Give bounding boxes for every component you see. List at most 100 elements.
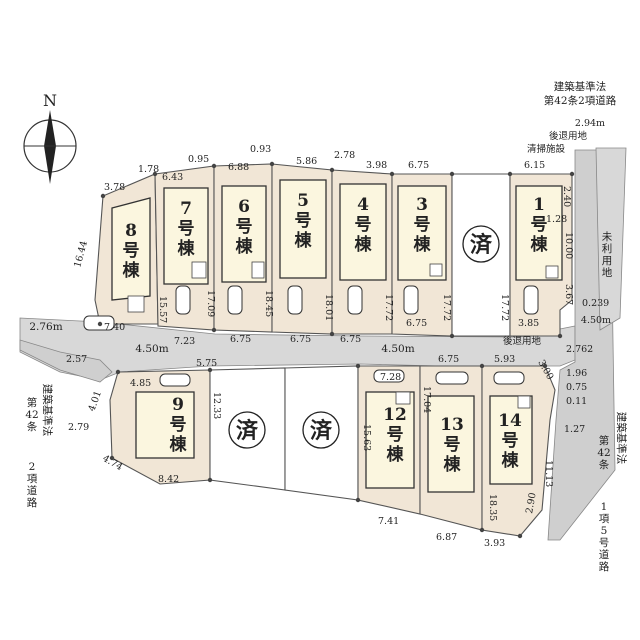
svg-text:6.75: 6.75 bbox=[406, 318, 427, 329]
svg-text:12.33: 12.33 bbox=[211, 392, 222, 419]
svg-text:利: 利 bbox=[602, 243, 613, 255]
svg-text:0.93: 0.93 bbox=[250, 144, 271, 155]
svg-text:15.57: 15.57 bbox=[157, 296, 168, 323]
svg-text:道: 道 bbox=[599, 548, 610, 561]
road-top-right-line1: 建築基準法 bbox=[554, 80, 607, 93]
lot-8-stairs bbox=[127, 295, 145, 313]
svg-text:済: 済 bbox=[470, 232, 493, 258]
road-top-right-line2: 第42条2項道路 bbox=[544, 94, 617, 107]
road-left-branch bbox=[19, 339, 113, 383]
svg-text:道: 道 bbox=[27, 484, 38, 497]
svg-text:1.78: 1.78 bbox=[138, 164, 159, 175]
svg-text:号: 号 bbox=[599, 537, 610, 549]
lot-9-house bbox=[135, 391, 195, 459]
svg-text:2: 2 bbox=[29, 461, 36, 473]
unused-land-label: 未 利 用 地 bbox=[602, 231, 613, 279]
svg-text:条: 条 bbox=[27, 420, 38, 433]
svg-text:6.15: 6.15 bbox=[524, 160, 545, 171]
svg-text:建築基準法: 建築基準法 bbox=[615, 412, 628, 465]
svg-text:1.28: 1.28 bbox=[546, 214, 567, 225]
svg-text:2.40: 2.40 bbox=[561, 186, 572, 207]
svg-text:2.57: 2.57 bbox=[66, 354, 87, 365]
sold-mark-bottom-2: 済 bbox=[302, 411, 340, 449]
setback-land-2-label: 後退用地 bbox=[503, 335, 542, 347]
road-width-right: 4.50m bbox=[581, 315, 611, 326]
inner-road-width-2: 4.50m bbox=[381, 343, 414, 355]
sold-mark-bottom-1: 済 bbox=[228, 411, 266, 449]
svg-text:項: 項 bbox=[599, 513, 610, 525]
road-left-label: 第 42 条 建築基準法 2 項 道 路 bbox=[25, 384, 54, 509]
svg-text:用: 用 bbox=[602, 255, 613, 267]
lot-4-house bbox=[339, 183, 387, 281]
lot-14-box bbox=[517, 395, 531, 409]
svg-text:2.78: 2.78 bbox=[334, 150, 355, 161]
svg-text:18.01: 18.01 bbox=[323, 294, 334, 321]
svg-text:4.01: 4.01 bbox=[86, 389, 104, 413]
svg-text:0.239: 0.239 bbox=[582, 298, 609, 309]
svg-text:11.13: 11.13 bbox=[543, 460, 554, 487]
lot-6-stairs bbox=[251, 261, 265, 279]
lot-8-house bbox=[111, 197, 151, 301]
svg-text:済: 済 bbox=[310, 418, 333, 444]
svg-text:6.75: 6.75 bbox=[230, 334, 251, 345]
svg-text:6.43: 6.43 bbox=[162, 172, 183, 183]
lot-12-house bbox=[365, 391, 415, 489]
svg-text:第: 第 bbox=[27, 396, 38, 409]
svg-text:2.79: 2.79 bbox=[68, 422, 89, 433]
cleaning-facility-label: 清掃施設 bbox=[527, 143, 566, 155]
svg-text:建築基準法: 建築基準法 bbox=[41, 384, 54, 437]
svg-text:5.75: 5.75 bbox=[196, 358, 217, 369]
svg-text:6.88: 6.88 bbox=[228, 162, 249, 173]
svg-text:17.09: 17.09 bbox=[205, 290, 216, 317]
lot-3-box bbox=[429, 263, 443, 277]
svg-text:路: 路 bbox=[599, 560, 610, 573]
svg-text:7.40: 7.40 bbox=[104, 322, 125, 333]
dimension-labels: 1.78 0.95 0.93 2.78 3.78 6.43 6.88 5.86 … bbox=[66, 144, 609, 549]
road-width-left: 2.76m bbox=[29, 321, 62, 333]
svg-text:済: 済 bbox=[236, 418, 259, 444]
svg-text:6.75: 6.75 bbox=[290, 334, 311, 345]
road-right-label: 第 42 条 建築基準法 1 項 5 号 道 路 bbox=[597, 412, 628, 573]
svg-text:地: 地 bbox=[602, 266, 613, 279]
svg-text:16.44: 16.44 bbox=[72, 240, 90, 269]
svg-text:17.72: 17.72 bbox=[499, 294, 510, 321]
svg-text:項: 項 bbox=[27, 473, 38, 485]
svg-text:17.72: 17.72 bbox=[441, 294, 452, 321]
svg-text:1.96: 1.96 bbox=[566, 368, 587, 379]
svg-text:17.04: 17.04 bbox=[421, 386, 432, 413]
svg-text:42: 42 bbox=[25, 409, 38, 421]
lot-1-box bbox=[545, 265, 559, 279]
compass-icon: N bbox=[23, 91, 77, 184]
svg-text:3.85: 3.85 bbox=[518, 318, 539, 329]
svg-text:10.00: 10.00 bbox=[563, 232, 574, 259]
car-icon bbox=[83, 285, 539, 387]
compass-label: N bbox=[43, 91, 57, 110]
svg-text:0.95: 0.95 bbox=[188, 154, 209, 165]
boundary-markers bbox=[97, 161, 575, 539]
svg-text:18.45: 18.45 bbox=[263, 290, 274, 317]
svg-text:第: 第 bbox=[599, 434, 610, 447]
svg-text:1: 1 bbox=[601, 501, 608, 513]
svg-text:5.93: 5.93 bbox=[494, 354, 515, 365]
setback-land-label: 後退用地 bbox=[549, 130, 588, 142]
svg-text:条: 条 bbox=[599, 458, 610, 471]
svg-text:路: 路 bbox=[27, 496, 38, 509]
svg-text:6.75: 6.75 bbox=[408, 160, 429, 171]
svg-text:3.98: 3.98 bbox=[366, 160, 387, 171]
inner-road-width-1: 4.50m bbox=[135, 343, 168, 355]
lot-1-house bbox=[515, 185, 563, 281]
lot-12-box bbox=[395, 391, 411, 405]
svg-text:0.11: 0.11 bbox=[566, 396, 587, 407]
setback-width: 2.94m bbox=[575, 118, 605, 129]
